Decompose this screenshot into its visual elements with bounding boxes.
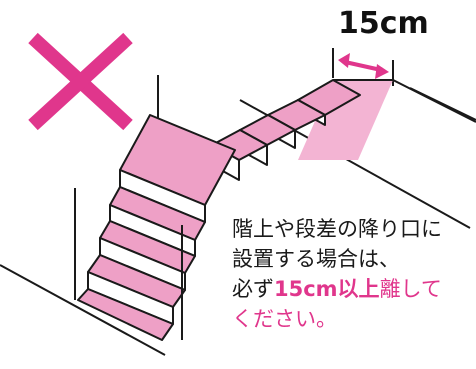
lower-stairs bbox=[77, 186, 206, 341]
dimension-label: 15cm bbox=[338, 6, 429, 41]
note-line-4: ください。 bbox=[232, 307, 337, 331]
x-mark-icon bbox=[28, 32, 133, 131]
note-line-1: 階上や段差の降り口に bbox=[232, 217, 442, 241]
note-emphasis: 15cm以上 bbox=[274, 277, 380, 301]
landing bbox=[119, 114, 236, 223]
keep-clear-zone bbox=[298, 80, 393, 160]
note-line-2: 設置する場合は、 bbox=[232, 247, 400, 271]
floor-edge bbox=[333, 79, 476, 123]
dimension-arrow-icon bbox=[338, 53, 389, 79]
caution-note: 階上や段差の降り口に 設置する場合は、 必ず15cm以上離して ください。 bbox=[232, 214, 442, 334]
note-line-3-suffix: 離して bbox=[379, 277, 442, 301]
note-line-3-prefix: 必ず bbox=[232, 277, 274, 301]
note-line-3: 必ず15cm以上離して bbox=[232, 274, 442, 304]
